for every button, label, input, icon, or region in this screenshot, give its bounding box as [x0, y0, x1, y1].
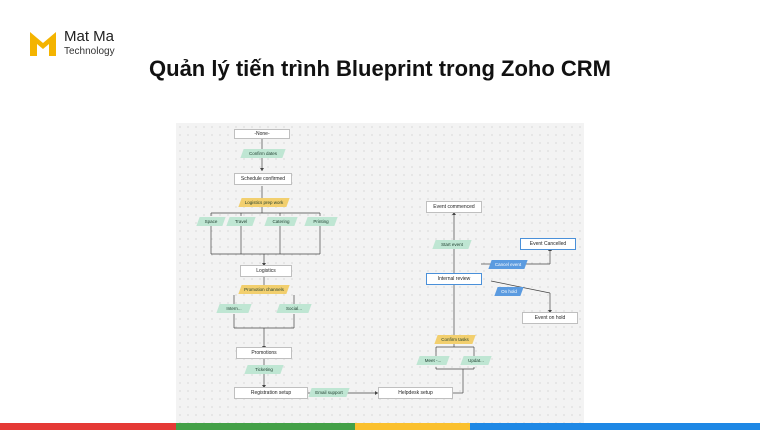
brand-logo: Mat Ma Technology	[28, 28, 128, 62]
transition-meet[interactable]: Meet -...	[418, 356, 448, 365]
footer-bar-red	[0, 423, 176, 430]
brand-name: Mat Ma	[64, 28, 115, 45]
footer-bar-blue	[470, 423, 760, 430]
brand-subtitle: Technology	[64, 46, 115, 57]
transition-label: Promotion channels	[244, 287, 284, 292]
blueprint-canvas: -None- Confirm dates Schedule confirmed …	[176, 123, 584, 423]
transition-ticketing[interactable]: Ticketing	[246, 365, 282, 374]
transition-printing[interactable]: Printing	[306, 217, 336, 226]
transition-label: Travel	[234, 219, 248, 224]
transition-updat[interactable]: Updat...	[462, 356, 490, 365]
transition-start-event[interactable]: Start event	[434, 240, 470, 249]
transition-promotion-channels[interactable]: Promotion channels	[240, 285, 288, 294]
footer-bar-yellow	[355, 423, 470, 430]
transition-label: Updat...	[468, 358, 484, 363]
state-event-on-hold[interactable]: Event on hold	[522, 312, 578, 324]
transition-label: Confirm tasks	[441, 337, 469, 342]
transition-cancel-event[interactable]: Cancel event	[490, 260, 526, 269]
transition-space[interactable]: Space	[198, 217, 224, 226]
state-event-commenced[interactable]: Event commenced	[426, 201, 482, 213]
state-registration-setup[interactable]: Registration setup	[234, 387, 308, 399]
transition-label: Ticketing	[255, 367, 273, 372]
transition-logistics-prep-work[interactable]: Logistics prep work	[240, 198, 288, 207]
transition-label: Logistics prep work	[244, 200, 284, 205]
transition-confirm-tasks[interactable]: Confirm tasks	[436, 335, 474, 344]
transition-label: Email support	[315, 390, 343, 395]
transition-label: Start event	[441, 242, 463, 247]
transition-catering[interactable]: Catering	[266, 217, 296, 226]
transition-label: Space	[204, 219, 218, 224]
connector-lines	[210, 135, 552, 395]
transition-label: Cancel event	[494, 262, 522, 267]
transition-label: Catering	[272, 219, 290, 224]
state-helpdesk-setup[interactable]: Helpdesk setup	[378, 387, 453, 399]
state-logistics[interactable]: Logistics	[240, 265, 292, 277]
mat-ma-logo-icon	[30, 32, 56, 56]
state-event-cancelled[interactable]: Event Cancelled	[520, 238, 576, 250]
transition-social[interactable]: Social...	[278, 304, 310, 313]
transition-label: Confirm dates	[248, 151, 277, 156]
transition-confirm-dates[interactable]: Confirm dates	[242, 149, 284, 158]
state-promotions[interactable]: Promotions	[236, 347, 292, 359]
transition-label: Meet -...	[424, 358, 442, 363]
transition-intern[interactable]: Intern...	[218, 304, 250, 313]
transition-on-hold[interactable]: On hold	[496, 287, 522, 296]
state-none[interactable]: -None-	[234, 129, 290, 139]
page-title: Quản lý tiến trình Blueprint trong Zoho …	[149, 56, 611, 81]
transition-travel[interactable]: Travel	[228, 217, 254, 226]
footer-bar-green	[176, 423, 355, 430]
transition-label: Social...	[285, 306, 302, 311]
state-schedule-confirmed[interactable]: Schedule confirmed	[234, 173, 292, 185]
transition-label: Printing	[313, 219, 329, 224]
transition-label: On hold	[501, 289, 517, 294]
transition-label: Intern...	[226, 306, 242, 311]
state-internal-review[interactable]: Internal review	[426, 273, 482, 285]
transition-email-support[interactable]: Email support	[310, 388, 348, 397]
